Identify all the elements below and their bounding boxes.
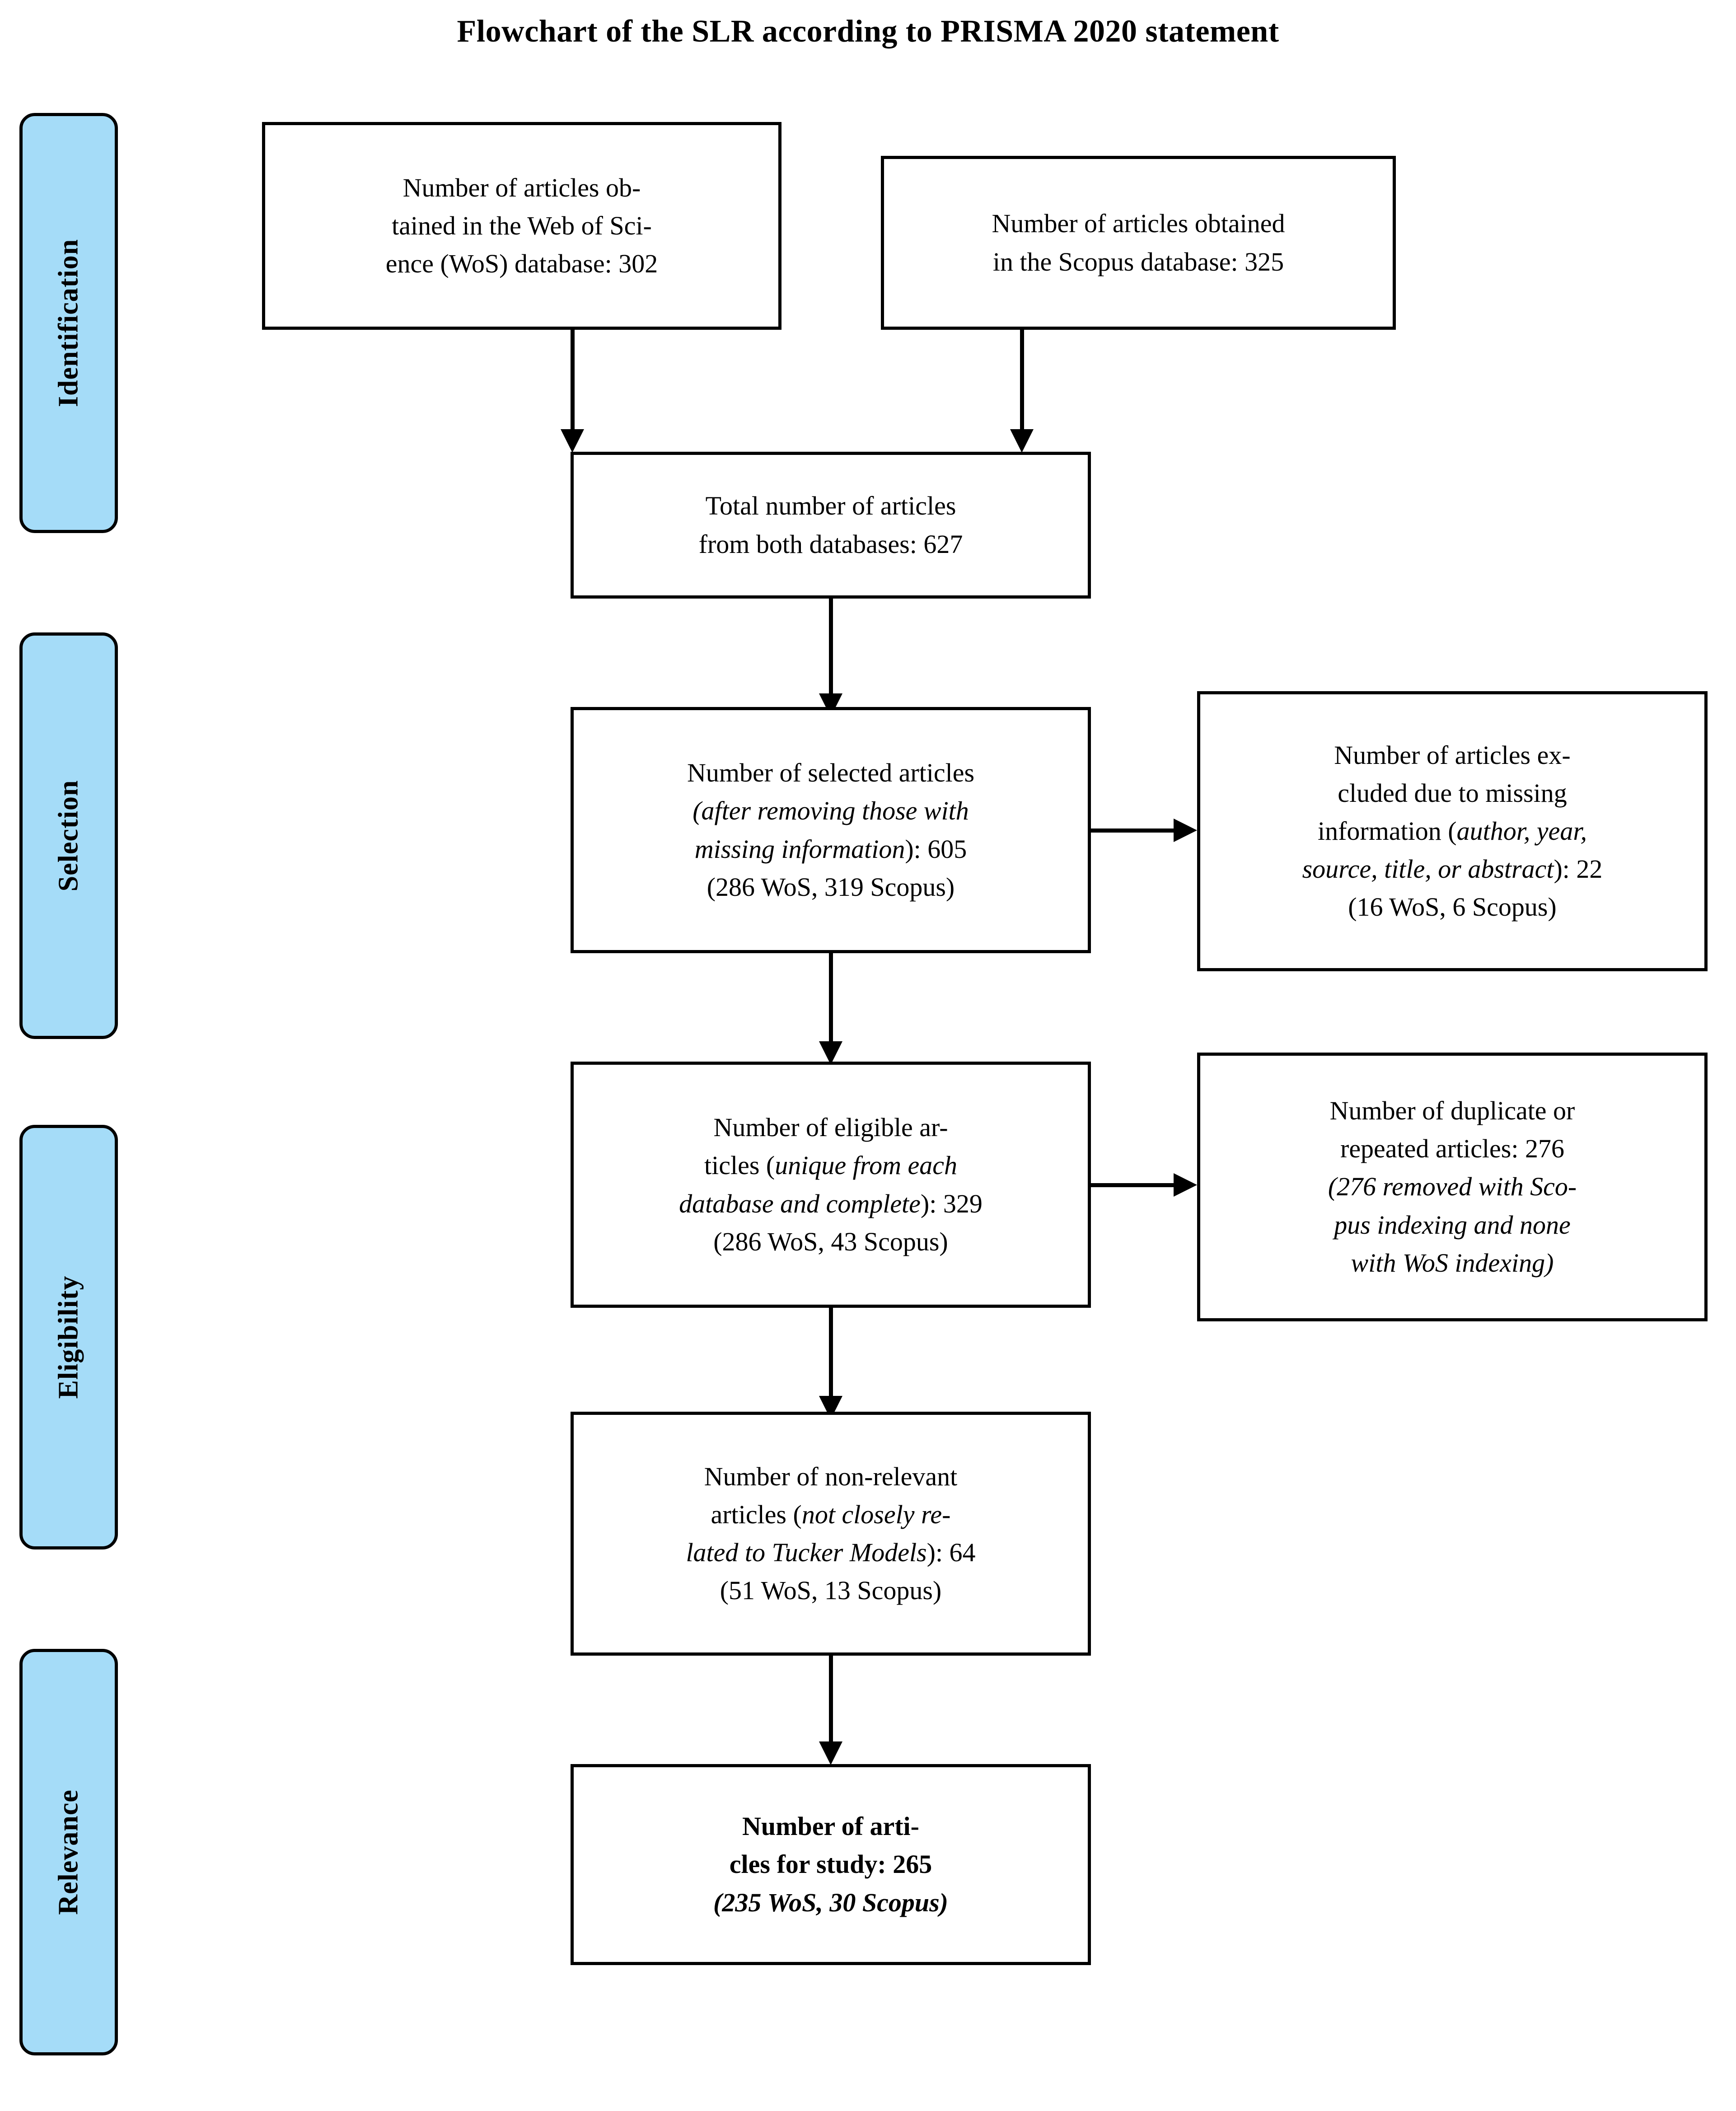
connector-scopus-to-total-line [1020, 330, 1024, 432]
box-final-articles: Number of arti- cles for study: 265 (235… [571, 1764, 1091, 1965]
page-title: Flowchart of the SLR according to PRISMA… [457, 14, 1279, 49]
connector-eligible-to-duplicates-arrow [1174, 1173, 1197, 1197]
box-duplicates-text: Number of duplicate or repeated articles… [1200, 1092, 1704, 1282]
scopus-line-1: Number of articles obtained [992, 209, 1285, 239]
stage-band-eligibility: Eligibility [19, 1125, 118, 1549]
wos-line-1: Number of articles ob- [402, 173, 641, 202]
selected-line-3-rest: ): 605 [905, 834, 967, 864]
stage-band-relevance: Relevance [19, 1649, 118, 2055]
connector-wos-to-total-line [571, 330, 575, 432]
box-excluded-articles: Number of articles ex- cluded due to mis… [1197, 691, 1708, 971]
stage-label-relevance: Relevance [53, 1789, 84, 1915]
final-line-3: (235 WoS, 30 Scopus) [713, 1887, 948, 1917]
box-total-text: Total number of articles from both datab… [574, 487, 1088, 563]
selected-line-1: Number of selected articles [687, 758, 975, 788]
selected-line-4: (286 WoS, 319 Scopus) [707, 872, 955, 902]
duplicates-line-2: repeated articles: 276 [1340, 1134, 1564, 1164]
nonrelevant-line-2-plain: articles ( [711, 1499, 802, 1529]
wos-line-2: tained in the Web of Sci- [392, 211, 652, 240]
excluded-line-4-rest: ): 22 [1554, 854, 1603, 884]
eligible-line-1: Number of eligible ar- [713, 1113, 948, 1142]
selected-line-3-italic: missing information [694, 834, 905, 864]
wos-line-3: ence (WoS) database: 302 [385, 249, 658, 279]
stage-label-eligibility: Eligibility [53, 1275, 84, 1399]
scopus-line-2: in the Scopus database: 325 [992, 247, 1284, 276]
excluded-line-2: cluded due to missing [1338, 778, 1567, 808]
eligible-line-2-italic: unique from each [775, 1151, 957, 1180]
connector-selected-to-eligible-line [829, 953, 833, 1050]
nonrelevant-line-2-italic: not closely re- [801, 1499, 951, 1529]
box-eligible-articles: Number of eligible ar- ticles (unique fr… [571, 1062, 1091, 1308]
stage-band-selection: Selection [19, 632, 118, 1039]
excluded-line-3-italic: author, year, [1456, 816, 1587, 846]
nonrelevant-line-1: Number of non-relevant [704, 1461, 958, 1491]
box-final-text: Number of arti- cles for study: 265 (235… [574, 1807, 1088, 1921]
box-eligible-text: Number of eligible ar- ticles (unique fr… [574, 1109, 1088, 1260]
connector-selected-to-eligible-arrow [819, 1041, 842, 1065]
eligible-line-3-rest: ): 329 [920, 1189, 983, 1218]
nonrelevant-line-3-rest: ): 64 [926, 1538, 976, 1567]
stage-label-identification: Identification [53, 239, 84, 407]
selected-line-2: (after removing those with [693, 796, 969, 826]
box-nonrelevant-text: Number of non-relevant articles (not clo… [574, 1458, 1088, 1610]
eligible-line-4: (286 WoS, 43 Scopus) [713, 1226, 948, 1256]
connector-nonrelevant-to-final-line [829, 1656, 833, 1753]
connector-eligible-to-nonrelevant-line [829, 1308, 833, 1405]
excluded-line-1: Number of articles ex- [1334, 740, 1571, 770]
excluded-line-5: (16 WoS, 6 Scopus) [1348, 892, 1557, 922]
total-line-1: Total number of articles [705, 491, 956, 521]
box-scopus-text: Number of articles obtained in the Scopu… [884, 205, 1393, 281]
excluded-line-4-italic: source, title, or abstract [1302, 854, 1554, 884]
box-nonrelevant-articles: Number of non-relevant articles (not clo… [571, 1412, 1091, 1656]
box-wos-articles: Number of articles ob- tained in the Web… [262, 122, 781, 330]
nonrelevant-line-3-italic: lated to Tucker Models [686, 1538, 927, 1567]
final-line-2: cles for study: 265 [729, 1849, 932, 1879]
nonrelevant-line-4: (51 WoS, 13 Scopus) [720, 1576, 942, 1605]
final-line-1: Number of arti- [742, 1811, 919, 1841]
box-selected-articles: Number of selected articles (after remov… [571, 707, 1091, 953]
connector-wos-to-total-arrow [561, 429, 584, 453]
connector-eligible-to-duplicates-line [1091, 1183, 1177, 1187]
duplicates-line-3: (276 removed with Sco- [1328, 1172, 1577, 1202]
duplicates-line-1: Number of duplicate or [1329, 1096, 1575, 1126]
total-line-2: from both databases: 627 [698, 529, 963, 559]
box-excluded-text: Number of articles ex- cluded due to mis… [1200, 736, 1704, 926]
stage-band-identification: Identification [19, 113, 118, 533]
connector-selected-to-excluded-line [1091, 828, 1177, 833]
duplicates-line-4: pus indexing and none [1334, 1210, 1571, 1240]
duplicates-line-5: with WoS indexing) [1351, 1248, 1554, 1278]
excluded-line-3-plain: information ( [1317, 816, 1457, 846]
connector-total-to-selected-line [829, 599, 833, 696]
box-duplicate-articles: Number of duplicate or repeated articles… [1197, 1053, 1708, 1321]
box-total-articles: Total number of articles from both datab… [571, 452, 1091, 599]
connector-selected-to-excluded-arrow [1174, 819, 1197, 842]
connector-nonrelevant-to-final-arrow [819, 1741, 842, 1765]
box-scopus-articles: Number of articles obtained in the Scopu… [881, 156, 1396, 330]
box-wos-text: Number of articles ob- tained in the Web… [265, 169, 778, 283]
eligible-line-3-italic: database and complete [679, 1189, 921, 1218]
connector-scopus-to-total-arrow [1010, 429, 1034, 453]
box-selected-text: Number of selected articles (after remov… [574, 754, 1088, 906]
stage-label-selection: Selection [53, 780, 84, 892]
eligible-line-2-plain: ticles ( [704, 1151, 775, 1180]
